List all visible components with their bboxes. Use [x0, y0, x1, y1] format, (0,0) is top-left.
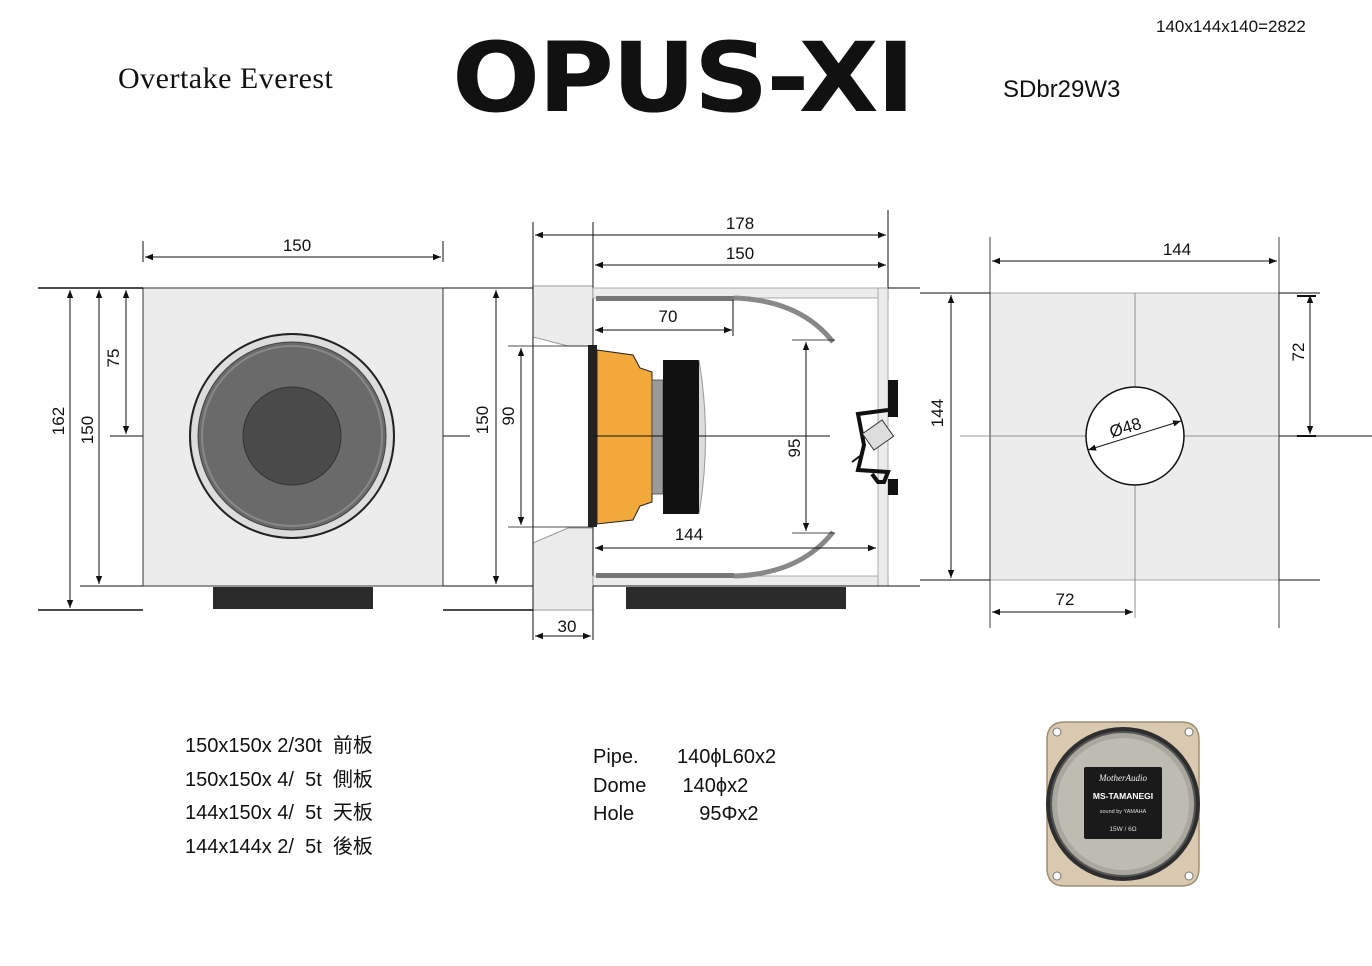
side-depth-label: 150 — [726, 244, 754, 263]
front-baffle-top — [532, 285, 594, 347]
product-title: OPUS-XI — [452, 22, 915, 134]
driver-magnet — [663, 360, 699, 514]
driver-flange — [588, 345, 597, 527]
dome-top — [733, 295, 835, 344]
spec-value: 140ϕx2 — [677, 774, 749, 797]
front-height-label: 150 — [78, 416, 97, 444]
spec-value: 140ϕL60x2 — [677, 746, 777, 768]
pipe-bottom — [596, 573, 734, 578]
inner-depth-label: 144 — [675, 525, 703, 544]
side-total-depth-label: 178 — [726, 214, 754, 233]
front-center-label: 75 — [104, 349, 123, 368]
spec-row-pipe: Pipe. 140ϕL60x2 — [593, 743, 776, 772]
dome-bottom — [733, 530, 835, 579]
volume-formula: 140x144x140=2822 — [1156, 17, 1306, 36]
photo-rating: 15W / 6Ω — [1109, 826, 1136, 833]
parts-list-item: 150x150x 2/30t 前板 — [185, 735, 373, 757]
driver-surround — [201, 345, 383, 527]
spec-name: Pipe. — [593, 746, 639, 768]
terminal-bottom — [888, 479, 898, 495]
back-half-height-label: 72 — [1289, 343, 1308, 362]
driver-magnet-ring — [651, 379, 664, 495]
front-outer-height-label: 162 — [49, 407, 68, 435]
photo-sub: sound by YAMAHA — [1100, 809, 1147, 815]
parts-list: 150x150x 2/30t 前板 150x150x 4/ 5t 側板 144x… — [185, 730, 373, 864]
front-baffle-bottom — [532, 527, 594, 611]
parts-list-item: 144x150x 4/ 5t 天板 — [185, 802, 373, 824]
spec-row-dome: Dome 140ϕx2 — [593, 772, 776, 801]
back-view: Ø48 144 72 144 72 — [920, 237, 1372, 628]
brand-name: Overtake Everest — [118, 62, 334, 95]
pipe-specs: Pipe. 140ϕL60x2 Dome 140ϕx2 Hole 95Φx2 — [593, 743, 776, 829]
driver-model: SDbr29W3 — [1003, 76, 1121, 103]
terminal-top — [888, 380, 898, 417]
spec-value: 95Φx2 — [677, 803, 759, 825]
back-height-label: 144 — [928, 399, 947, 427]
pipe-length-label: 70 — [659, 307, 678, 326]
baffle-thickness-label: 30 — [558, 617, 577, 636]
spec-name: Hole — [593, 803, 635, 825]
spec-row-hole: Hole 95Φx2 — [593, 800, 776, 829]
front-foot — [213, 587, 373, 609]
pipe-top — [596, 296, 734, 301]
driver-size-label: 90 — [499, 407, 518, 426]
front-width-label: 150 — [283, 236, 311, 255]
hole-size-label: 95 — [785, 439, 804, 458]
side-foot — [626, 587, 846, 609]
photo-brand: MotherAudio — [1098, 773, 1147, 783]
port-hole — [1085, 386, 1185, 486]
parts-list-item: 150x150x 4/ 5t 側板 — [185, 768, 373, 791]
back-half-width-label: 72 — [1056, 590, 1075, 609]
side-height-label: 150 — [473, 406, 492, 434]
back-width-label: 144 — [1163, 240, 1191, 259]
front-view: 150 162 150 75 — [38, 236, 470, 611]
photo-model: MS-TAMANEGI — [1093, 791, 1153, 801]
spec-name: Dome — [593, 774, 647, 797]
parts-list-item: 144x144x 2/ 5t 後板 — [185, 835, 373, 858]
dust-cap — [242, 386, 342, 486]
driver-basket — [596, 349, 653, 525]
side-view: 178 150 70 144 30 150 90 95 — [443, 210, 920, 640]
driver-photo: MotherAudio MS-TAMANEGI sound by YAMAHA … — [1046, 721, 1200, 887]
